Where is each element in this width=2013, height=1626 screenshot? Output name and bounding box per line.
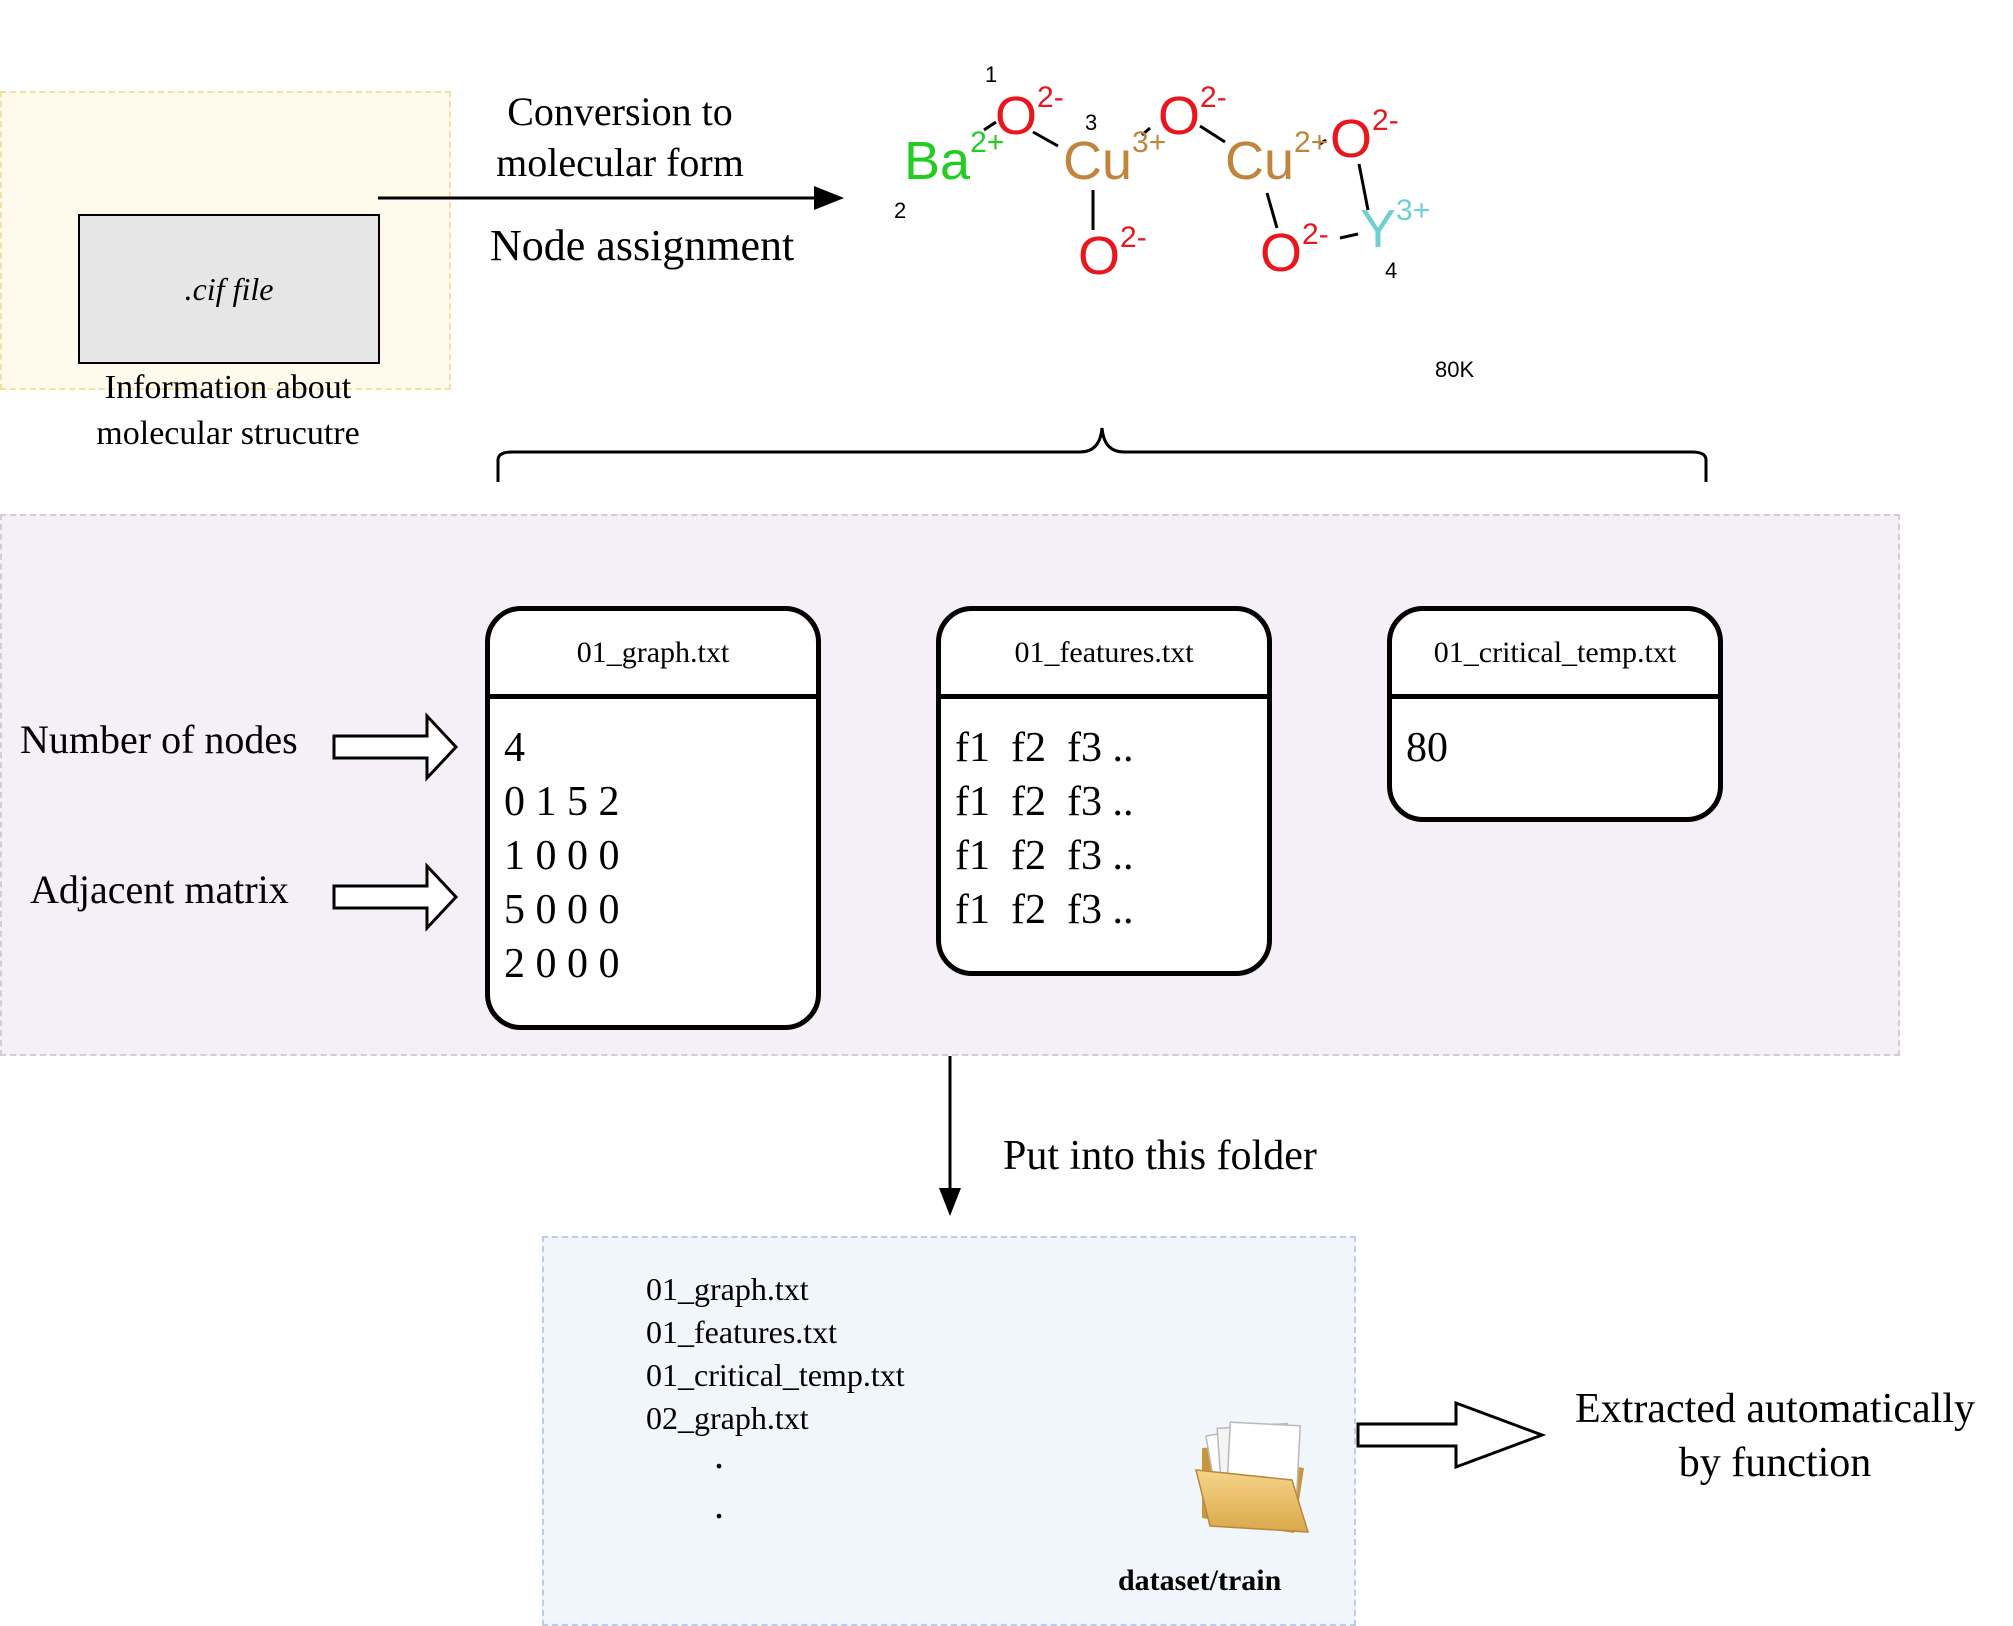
atom-y-symbol: Y [1360,199,1397,259]
graph-file-body: 4 0 1 5 2 1 0 0 0 5 0 0 0 2 0 0 0 [490,699,816,991]
conversion-line1: Conversion to [507,89,733,134]
put-into-folder-label: Put into this folder [1003,1133,1317,1179]
graph-file-card: 01_graph.txt 4 0 1 5 2 1 0 0 0 5 0 0 0 2… [485,606,821,1030]
source-panel: .cif file Information about molecular st… [0,91,451,452]
temperature-label: 80K [1435,357,1475,382]
source-caption-line1: Information about [104,369,352,406]
atom-o1-symbol: O [995,86,1038,146]
atom-ba: Ba2+ [904,126,1004,192]
folder-icon [1195,1421,1310,1533]
extracted-line2: by function [1678,1440,1872,1486]
curly-brace [496,427,1708,482]
dataset-dot-1: . [714,1432,724,1477]
molecule-bonds [983,120,1370,240]
atom-o-right: O2- [1330,104,1399,170]
dataset-line-1: 01_graph.txt [646,1271,809,1307]
atom-o-bottom-right-symbol: O [1260,223,1303,283]
atom-o-bottom-right: O2- [1260,218,1329,284]
adjacent-matrix-label: Adjacent matrix [30,867,289,912]
atom-ba-charge: 2+ [970,126,1005,159]
atom-o-bottom-right-charge: 2- [1302,218,1329,251]
atom-o-bottom-left: O2- [1078,221,1147,287]
features-line-2: f1 f2 f3 .. [955,779,1134,825]
dataset-line-2: 01_features.txt [646,1314,838,1350]
dataset-dot-2: . [714,1482,724,1527]
atom-index-3: 3 [1085,110,1098,135]
features-line-1: f1 f2 f3 .. [955,725,1134,771]
files-panel: 01_graph.txt 4 0 1 5 2 1 0 0 0 5 0 0 0 2… [0,514,1900,1056]
features-line-4: f1 f2 f3 .. [955,887,1134,933]
atom-cu3: Cu3+ [1063,126,1166,192]
dataset-ellipsis: . . [714,1430,724,1530]
features-file-body: f1 f2 f3 .. f1 f2 f3 .. f1 f2 f3 .. f1 f… [941,699,1267,937]
conversion-arrow [378,186,844,210]
features-file-title: 01_features.txt [941,611,1267,699]
extracted-label: Extracted automatically by function [1555,1382,1995,1490]
number-of-nodes-label: Number of nodes [20,717,298,762]
atom-cu3-symbol: Cu [1063,131,1133,191]
graph-line-4: 5 0 0 0 [504,887,620,933]
dataset-line-3: 01_critical_temp.txt [646,1357,905,1393]
conversion-line2: molecular form [496,140,744,185]
dataset-line-4: 02_graph.txt [646,1400,809,1436]
critical-temp-file-card: 01_critical_temp.txt 80 [1387,606,1723,822]
features-file-card: 01_features.txt f1 f2 f3 .. f1 f2 f3 .. … [936,606,1272,976]
atom-index-1: 1 [985,62,998,87]
graph-line-5: 2 0 0 0 [504,941,620,987]
graph-line-3: 1 0 0 0 [504,833,620,879]
atom-o1-charge: 2- [1037,81,1064,114]
extract-hollow-arrow [1356,1400,1546,1470]
atom-o1: O2- [995,81,1064,147]
atom-cu2: Cu2+ [1225,126,1328,192]
nodes-hollow-arrow [332,712,459,782]
graph-line-2: 0 1 5 2 [504,779,620,825]
adjacent-hollow-arrow [332,862,459,932]
atom-cu2-symbol: Cu [1225,131,1295,191]
cif-file-box: .cif file [78,214,380,364]
atom-ba-symbol: Ba [904,131,971,191]
atom-o-bottom-left-symbol: O [1078,226,1121,286]
features-line-3: f1 f2 f3 .. [955,833,1134,879]
atom-o-top-symbol: O [1158,86,1201,146]
extracted-line1: Extracted automatically [1575,1386,1975,1432]
atom-index-4: 4 [1385,258,1398,283]
atom-y-charge: 3+ [1396,194,1431,227]
critical-temp-file-title: 01_critical_temp.txt [1392,611,1718,699]
node-assignment-label: Node assignment [490,221,795,270]
cif-file-label: .cif file [184,270,274,307]
conversion-label: Conversion to molecular form [470,86,770,188]
atom-o-right-symbol: O [1330,109,1373,169]
atom-o-top: O2- [1158,81,1227,147]
critical-temp-file-body: 80 [1392,699,1718,775]
source-caption-line2: molecular strucutre [96,415,360,452]
dataset-file-list: 01_graph.txt 01_features.txt 01_critical… [646,1268,905,1440]
critical-temp-line-1: 80 [1406,725,1448,771]
atom-o-top-charge: 2- [1200,81,1227,114]
graph-file-title: 01_graph.txt [490,611,816,699]
dataset-folder-label: dataset/train [1118,1564,1282,1597]
graph-line-1: 4 [504,725,525,771]
atom-o-bottom-left-charge: 2- [1120,221,1147,254]
source-caption: Information about molecular strucutre [32,365,424,457]
down-arrow [939,1056,961,1216]
atom-cu2-charge: 2+ [1294,126,1329,159]
atom-o-right-charge: 2- [1372,104,1399,137]
atom-y: Y3+ [1360,194,1430,260]
atom-cu3-charge: 3+ [1132,126,1167,159]
atom-index-2: 2 [894,198,907,223]
dataset-panel: 01_graph.txt 01_features.txt 01_critical… [542,1236,1356,1626]
